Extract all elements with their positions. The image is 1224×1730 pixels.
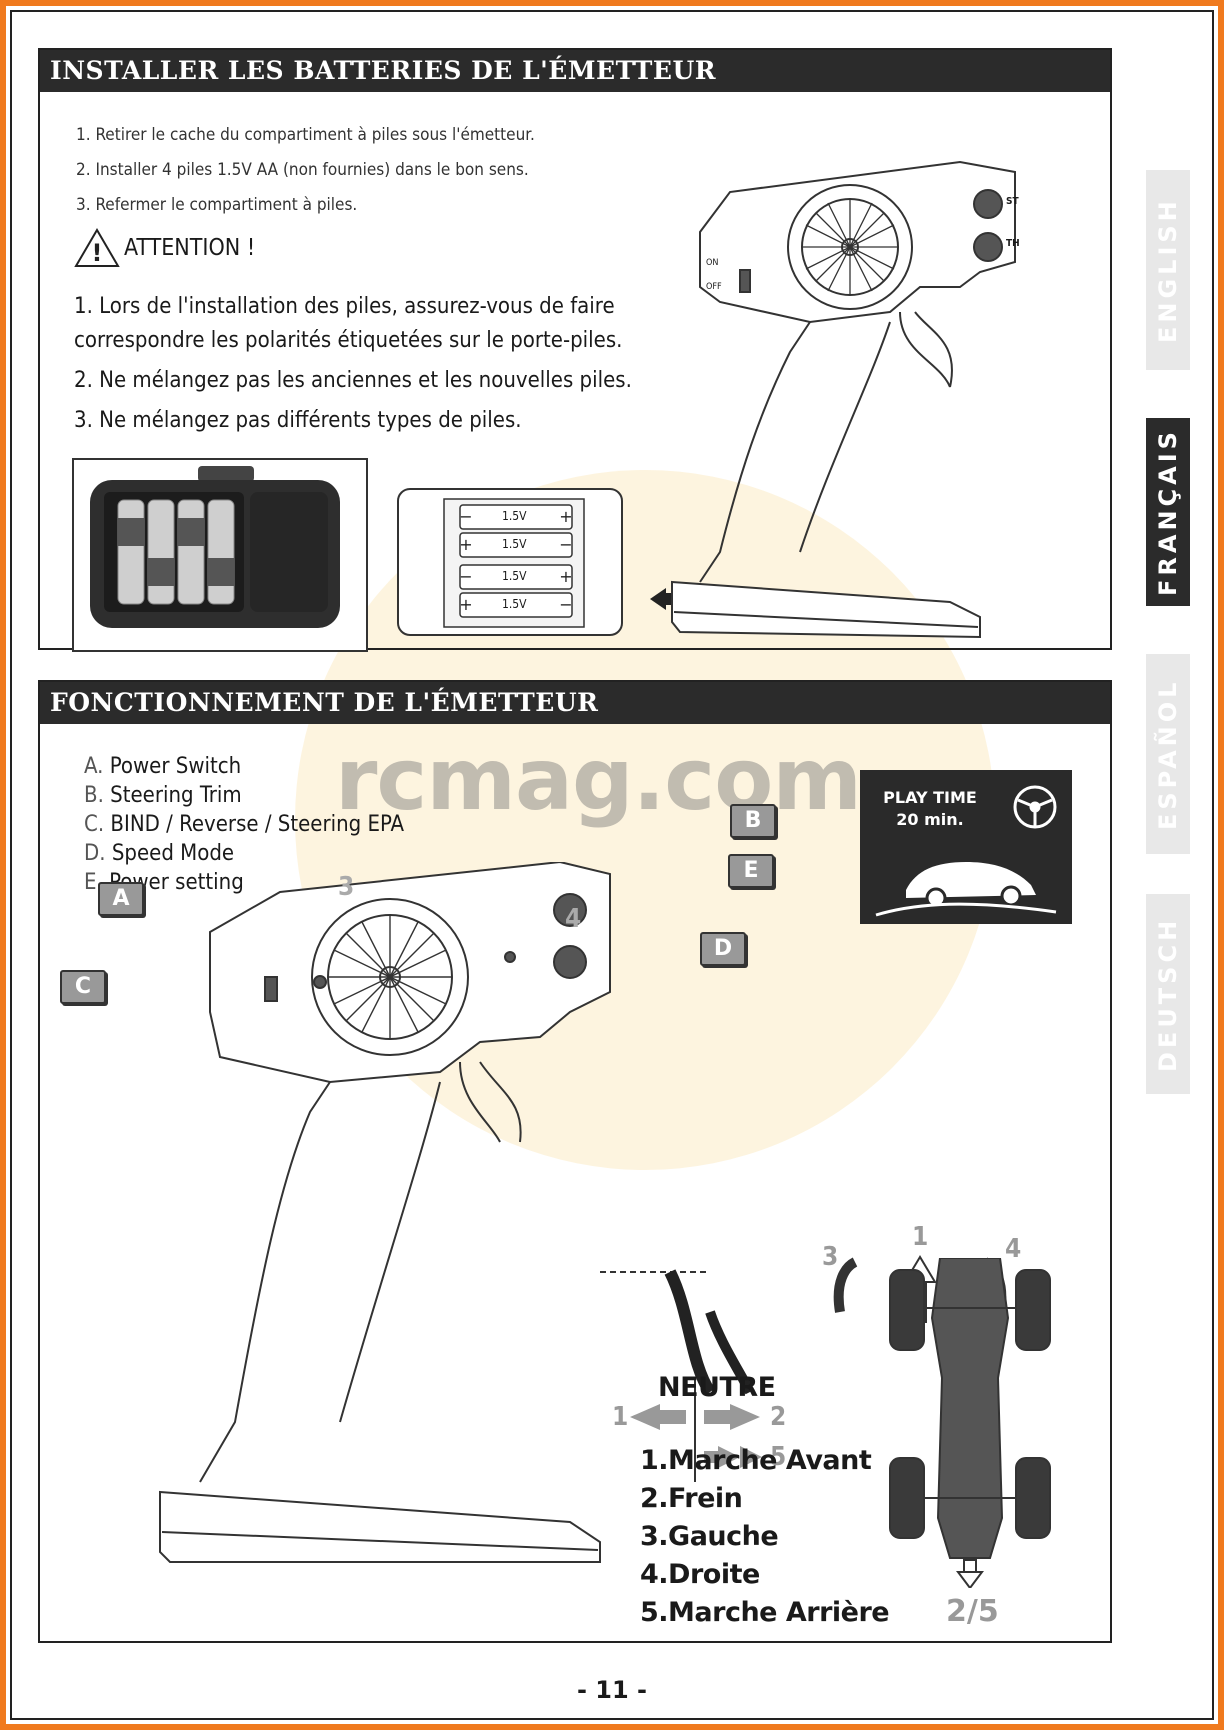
- feature-c: C. BIND / Reverse / Steering EPA: [84, 812, 405, 837]
- operation-section-title: FONCTIONNEMENT DE L'ÉMETTEUR: [40, 682, 1110, 724]
- callout-e: E: [728, 854, 774, 888]
- svg-text:−: −: [459, 507, 472, 526]
- feature-list: A. Power Switch B. Steering Trim C. BIND…: [84, 752, 404, 897]
- callout-c: C: [60, 970, 106, 1004]
- knob-st-label: ST: [1006, 196, 1019, 207]
- tab-english[interactable]: ENGLISH: [1146, 170, 1190, 370]
- control-forward: 1.Marche Avant: [640, 1445, 872, 1476]
- warning-1a: 1. Lors de l'installation des piles, ass…: [74, 294, 615, 319]
- svg-text:−: −: [559, 595, 572, 614]
- switch-off-label: OFF: [706, 282, 722, 292]
- control-left: 3.Gauche: [640, 1521, 779, 1552]
- battery-label-3: 1.5V: [502, 569, 527, 583]
- warning-3: 3. Ne mélangez pas différents types de p…: [74, 408, 522, 433]
- warning-icon: !: [74, 228, 120, 267]
- wheel-label-4: 4: [565, 904, 582, 934]
- tab-deutsch[interactable]: DEUTSCH: [1146, 894, 1190, 1094]
- callout-a: A: [98, 882, 144, 916]
- step-3: 3. Refermer le compartiment à piles.: [76, 195, 358, 215]
- play-time-badge: PLAY TIME 20 min.: [860, 770, 1072, 924]
- callout-d: D: [700, 932, 746, 966]
- feature-d: D. Speed Mode: [84, 841, 235, 866]
- control-right: 4.Droite: [640, 1559, 760, 1590]
- step-2: 2. Installer 4 piles 1.5V AA (non fourni…: [76, 160, 529, 180]
- direction-label-forward: 1: [912, 1222, 929, 1252]
- svg-text:−: −: [459, 567, 472, 586]
- feature-b: B. Steering Trim: [84, 783, 242, 808]
- control-brake: 2.Frein: [640, 1483, 743, 1514]
- battery-holder-diagram: − + + − − + + − 1.5V 1.5V 1.5V 1.5V: [396, 487, 624, 637]
- buggy-top-view: [889, 1258, 1051, 1588]
- battery-steps: 1. Retirer le cache du compartiment à pi…: [76, 118, 535, 223]
- step-1: 1. Retirer le cache du compartiment à pi…: [76, 125, 535, 145]
- warning-2: 2. Ne mélangez pas les anciennes et les …: [74, 368, 632, 393]
- trigger-label-1: 1: [612, 1402, 629, 1432]
- svg-text:+: +: [559, 507, 572, 526]
- direction-label-back: 2/5: [946, 1594, 999, 1629]
- svg-text:+: +: [459, 595, 472, 614]
- tab-espanol[interactable]: ESPAÑOL: [1146, 654, 1190, 854]
- wheel-label-3: 3: [338, 872, 355, 902]
- play-time-title: PLAY TIME: [883, 788, 977, 807]
- battery-label-2: 1.5V: [502, 537, 527, 551]
- battery-section-title: INSTALLER LES BATTERIES DE L'ÉMETTEUR: [40, 50, 1110, 92]
- warning-title: ATTENTION !: [124, 235, 256, 261]
- steering-wheel-icon: [1013, 785, 1057, 829]
- transmitter-illustration-top: ON OFF ST TH: [660, 112, 1080, 646]
- car-icon: [875, 862, 1057, 917]
- page-number: - 11 -: [576, 1676, 648, 1704]
- direction-label-right: 4: [1005, 1234, 1022, 1264]
- tab-francais[interactable]: FRANÇAIS: [1146, 418, 1190, 606]
- neutral-label: NEUTRE: [658, 1372, 776, 1403]
- trigger-label-2: 2: [770, 1402, 787, 1432]
- play-time-value: 20 min.: [896, 810, 964, 829]
- battery-photo: [72, 458, 368, 652]
- svg-text:−: −: [559, 535, 572, 554]
- trigger-label-5: 5: [770, 1442, 787, 1472]
- page-inner-frame: [10, 10, 1214, 1720]
- control-list: 1.Marche Avant 2.Frein 3.Gauche 4.Droite…: [640, 1442, 890, 1632]
- svg-text:!: !: [92, 239, 103, 267]
- switch-on-label: ON: [706, 258, 719, 268]
- svg-text:+: +: [459, 535, 472, 554]
- warning-list: 1. Lors de l'installation des piles, ass…: [74, 290, 632, 444]
- callout-b: B: [730, 804, 776, 838]
- svg-text:+: +: [559, 567, 572, 586]
- direction-label-left: 3: [822, 1242, 839, 1272]
- warning-heading: ! ATTENTION !: [74, 228, 255, 268]
- battery-label-1: 1.5V: [502, 509, 527, 523]
- operation-section: FONCTIONNEMENT DE L'ÉMETTEUR A. Power Sw…: [38, 680, 1112, 1643]
- knob-th-label: TH: [1006, 238, 1020, 249]
- control-reverse: 5.Marche Arrière: [640, 1597, 890, 1628]
- transmitter-illustration-main: [140, 860, 700, 1606]
- warning-1b: correspondre les polarités étiquetées su…: [74, 328, 623, 353]
- battery-section: INSTALLER LES BATTERIES DE L'ÉMETTEUR 1.…: [38, 48, 1112, 652]
- battery-label-4: 1.5V: [502, 597, 527, 611]
- feature-a: A. Power Switch: [84, 754, 242, 779]
